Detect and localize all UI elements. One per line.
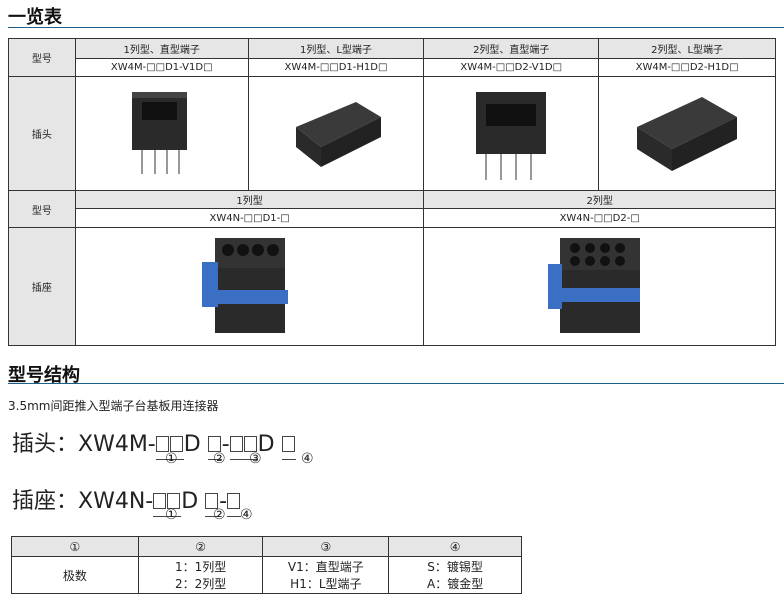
marker: ② [213,451,226,467]
section-title-list: 一览表 [8,7,62,28]
plug-type: 1列型、L型端子 [247,38,425,59]
socket-type: 1列型 [74,190,425,209]
marker: ④ [240,507,253,523]
section-title-structure: 型号结构 [8,365,80,386]
header-cell: ① [11,536,139,557]
subtitle: 3.5mm间距推入型端子台基板用连接器 [8,399,219,413]
plug-image [74,76,249,191]
socket-code: 插座：XW4N-D - [12,483,242,517]
socket-image [423,227,776,346]
plug-code: 插头：XW4M-D -D [12,426,296,460]
socket-type: 2列型 [423,190,776,209]
plug-type: 2列型、直型端子 [423,38,600,59]
plug-model: XW4M-□□D1-V1D□ [74,58,249,77]
label-model: 型号 [8,38,76,77]
divider [8,383,784,384]
label-socket: 插座 [8,227,76,346]
marker: ③ [249,451,262,467]
plug-model: XW4M-□□D2-V1D□ [423,58,600,77]
socket-model: XW4N-□□D1-□ [74,208,425,228]
plug-type: 1列型、直型端子 [74,38,249,59]
plug-model: XW4M-□□D1-H1D□ [247,58,425,77]
divider [8,27,784,28]
label-plug: 插头 [8,76,76,191]
header-cell: ③ [262,536,390,557]
plug-image [247,76,425,191]
plug-model: XW4M-□□D2-H1D□ [598,58,776,77]
marker: ④ [301,451,314,467]
plug-image [423,76,600,191]
marker: ① [165,451,178,467]
plug-image [598,76,776,191]
socket-model: XW4N-□□D2-□ [423,208,776,228]
marker: ② [213,507,226,523]
label-model: 型号 [8,190,76,228]
header-cell: ② [137,536,264,557]
socket-image [74,227,425,346]
product-table: 型号 1列型、直型端子 1列型、L型端子 2列型、直型端子 2列型、L型端子 X… [8,38,776,346]
marker: ① [165,507,178,523]
plug-type: 2列型、L型端子 [598,38,776,59]
header-cell: ④ [388,536,522,557]
poles-cell: 极数 [11,556,139,594]
